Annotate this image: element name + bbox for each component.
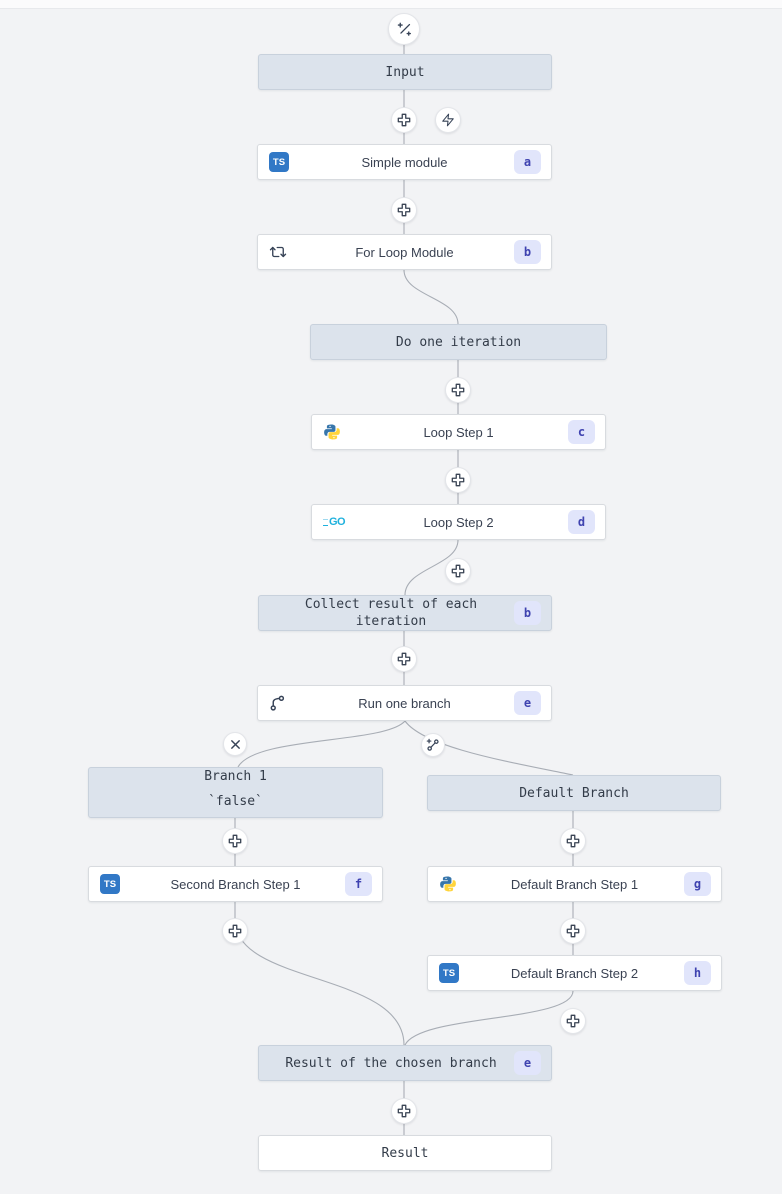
node-label: Run one branch (358, 695, 451, 711)
node-for-loop-module[interactable]: For Loop Module b (257, 234, 552, 270)
step-id-badge: h (684, 961, 711, 985)
git-branch-icon (269, 695, 286, 712)
plus-icon (228, 924, 242, 938)
node-default-branch-step-2[interactable]: TS Default Branch Step 2 h (427, 955, 722, 991)
node-label: Default Branch Step 2 (510, 965, 639, 981)
plus-icon (566, 834, 580, 848)
remove-branch-button[interactable] (223, 732, 247, 756)
node-label: Do one iteration (395, 334, 522, 350)
add-branch-button[interactable] (421, 733, 445, 757)
step-id-badge: g (684, 872, 711, 896)
node-default-branch[interactable]: Default Branch (427, 775, 721, 811)
typescript-icon: TS (439, 963, 459, 983)
plus-icon (397, 652, 411, 666)
node-second-branch-step-1[interactable]: TS Second Branch Step 1 f (88, 866, 383, 902)
insert-step-button[interactable] (445, 377, 471, 403)
plus-icon (566, 924, 580, 938)
add-branch-icon (426, 738, 439, 751)
step-id-badge: e (514, 1051, 541, 1075)
node-label: Simple module (361, 154, 448, 170)
wire (404, 990, 574, 1046)
repeat-icon (269, 243, 287, 261)
python-icon (439, 875, 457, 893)
insert-step-button[interactable] (391, 197, 417, 223)
branch-condition: `false` (208, 793, 263, 809)
insert-step-button[interactable] (391, 107, 417, 133)
close-icon (230, 739, 240, 749)
step-id-badge: f (345, 872, 372, 896)
python-icon (323, 423, 341, 441)
insert-step-button[interactable] (222, 828, 248, 854)
node-label: Result (381, 1145, 429, 1161)
insert-step-button[interactable] (560, 1008, 586, 1034)
branch-label: Branch 1 (204, 769, 267, 784)
node-label: Second Branch Step 1 (170, 876, 301, 892)
wire (234, 902, 405, 1046)
zap-icon (442, 113, 454, 127)
insert-step-button[interactable] (445, 558, 471, 584)
plus-icon (397, 203, 411, 217)
node-do-one-iteration[interactable]: Do one iteration (310, 324, 607, 360)
plus-icon (451, 383, 465, 397)
top-toolbar-edge (0, 0, 782, 9)
typescript-icon: TS (100, 874, 120, 894)
insert-step-button[interactable] (222, 918, 248, 944)
typescript-icon: TS (269, 152, 289, 172)
step-id-badge: d (568, 510, 595, 534)
branch-label: Default Branch (519, 785, 629, 801)
node-input[interactable]: Input (258, 54, 552, 90)
step-id-badge: e (514, 691, 541, 715)
insert-step-button[interactable] (445, 467, 471, 493)
plus-icon (451, 473, 465, 487)
node-branch-1[interactable]: Branch 1 `false` (88, 767, 383, 818)
node-result[interactable]: Result (258, 1135, 552, 1171)
node-label: Loop Step 1 (423, 424, 494, 440)
node-result-of-chosen-branch[interactable]: Result of the chosen branch e (258, 1045, 552, 1081)
wire (237, 720, 406, 768)
plus-icon (397, 1104, 411, 1118)
node-label: Input (385, 64, 425, 80)
insert-step-button[interactable] (560, 828, 586, 854)
insert-step-button[interactable] (560, 918, 586, 944)
step-id-badge: b (514, 601, 541, 625)
insert-step-button[interactable] (391, 1098, 417, 1124)
node-loop-step-2[interactable]: GO Loop Step 2 d (311, 504, 606, 540)
node-label: For Loop Module (355, 244, 454, 260)
plus-icon (228, 834, 242, 848)
node-label: Result of the chosen branch (285, 1055, 497, 1071)
wire (403, 269, 459, 325)
node-run-one-branch[interactable]: Run one branch e (257, 685, 552, 721)
plus-icon (451, 564, 465, 578)
insert-step-button[interactable] (391, 646, 417, 672)
plus-icon (566, 1014, 580, 1028)
step-id-badge: b (514, 240, 541, 264)
step-id-badge: c (568, 420, 595, 444)
node-label: Loop Step 2 (423, 514, 494, 530)
ai-flow-button[interactable] (388, 13, 420, 45)
plus-icon (397, 113, 411, 127)
node-label: Collect result of each iteration (304, 597, 478, 629)
node-label: Default Branch Step 1 (510, 876, 639, 892)
node-simple-module[interactable]: TS Simple module a (257, 144, 552, 180)
node-default-branch-step-1[interactable]: Default Branch Step 1 g (427, 866, 722, 902)
step-id-badge: a (514, 150, 541, 174)
add-trigger-button[interactable] (435, 107, 461, 133)
wand-sparkles-icon (397, 22, 411, 36)
go-icon: GO (323, 516, 346, 528)
node-collect-result[interactable]: Collect result of each iteration b (258, 595, 552, 631)
node-loop-step-1[interactable]: Loop Step 1 c (311, 414, 606, 450)
